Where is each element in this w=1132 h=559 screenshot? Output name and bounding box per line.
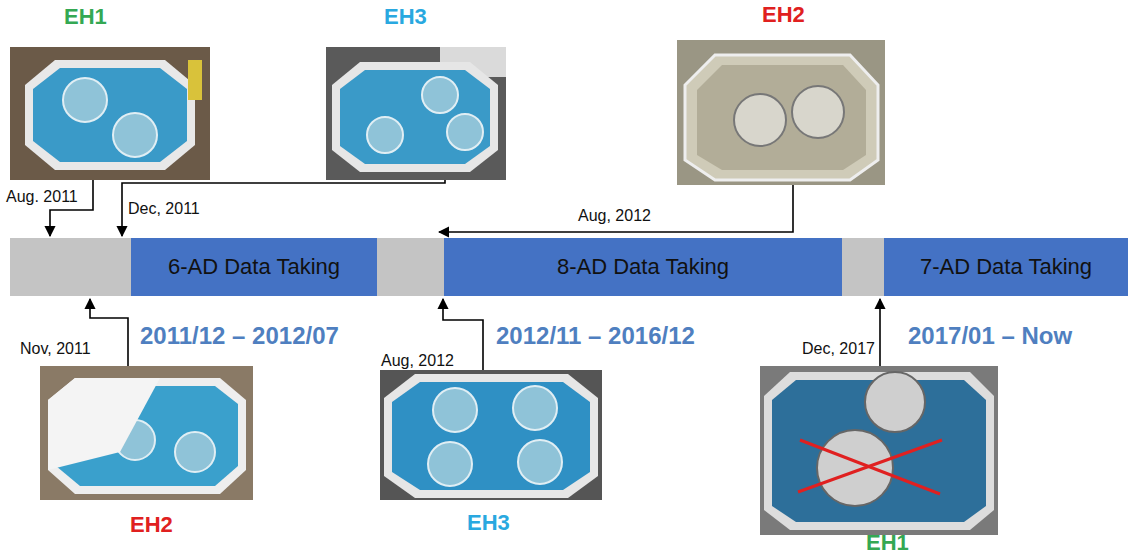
phase-title: 7-AD Data Taking (920, 254, 1092, 280)
phase-title: 8-AD Data Taking (557, 254, 729, 280)
hall-name: EH2 (130, 512, 173, 537)
hall-name: EH3 (384, 4, 427, 29)
hall-name: EH2 (762, 2, 805, 27)
date-label: Aug, 2012 (381, 352, 454, 370)
hall-photo (10, 47, 210, 180)
phase-band: 7-AD Data Taking (884, 238, 1128, 296)
date-label: Aug. 2011 (6, 188, 78, 206)
period-label: 2011/12 – 2012/07 (140, 322, 339, 350)
period-label: 2017/01 – Now (908, 322, 1072, 350)
date-label: Dec, 2017 (802, 340, 875, 358)
date-label: Nov, 2011 (20, 340, 91, 358)
hall-photo (326, 47, 506, 180)
pointer-arrows (50, 180, 880, 370)
hall-photo (760, 366, 998, 535)
phase-band: 8-AD Data Taking (444, 238, 842, 296)
hall-photo (40, 366, 253, 500)
period-label: 2012/11 – 2016/12 (496, 322, 695, 350)
phase-title: 6-AD Data Taking (168, 254, 340, 280)
timeline-bar (10, 238, 1128, 296)
hall-photo (677, 40, 885, 185)
phase-band: 6-AD Data Taking (131, 238, 377, 296)
hall-photo (380, 370, 602, 500)
hall-name: EH1 (64, 4, 107, 29)
date-label: Dec, 2011 (128, 200, 200, 218)
hall-name: EH3 (467, 510, 510, 535)
date-label: Aug, 2012 (578, 207, 651, 225)
hall-name: EH1 (866, 530, 909, 555)
